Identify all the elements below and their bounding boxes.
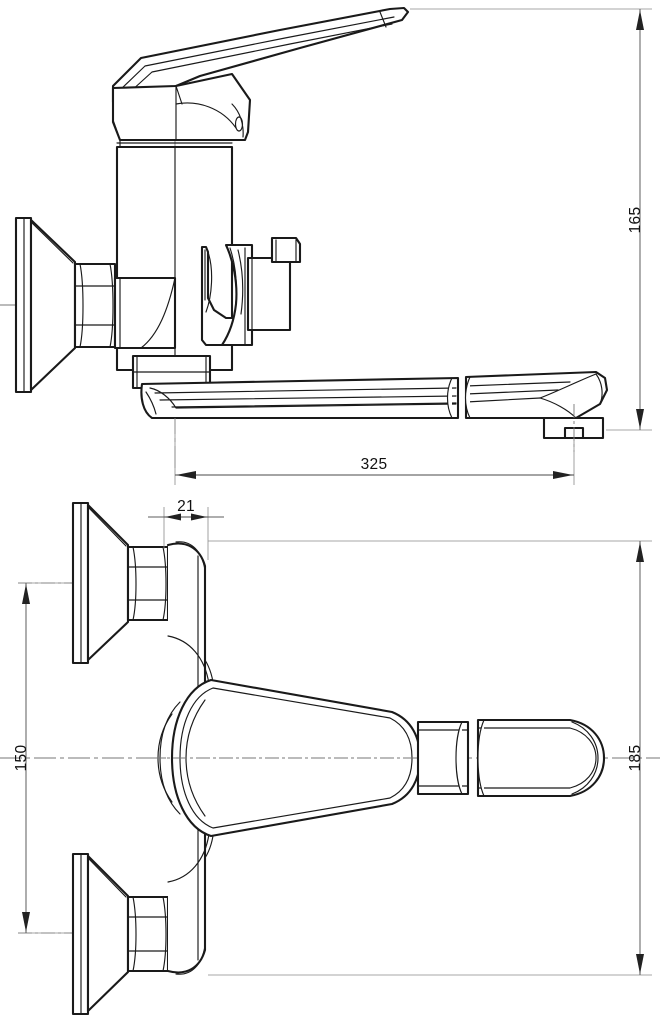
dim-label-165: 165: [627, 207, 644, 234]
side-elevation-view: 165 325: [0, 6, 652, 485]
spout-stub-front: [416, 720, 470, 796]
dim-label-185: 185: [627, 745, 644, 772]
diverter-block-side: [200, 236, 302, 347]
dimension-150: 150: [13, 582, 70, 934]
arrow-325-right: [553, 471, 573, 479]
arrow-150-up: [22, 584, 30, 604]
dimension-185: 185: [208, 540, 652, 976]
dimension-165: 165: [410, 8, 652, 431]
top-escutcheon-front: [71, 501, 170, 665]
arrow-185-up: [636, 542, 644, 562]
arrow-165-up: [636, 10, 644, 30]
dim-label-325: 325: [361, 456, 388, 473]
front-elevation-view: 21 150 185: [0, 498, 660, 1016]
inlet-elbow-side: [113, 276, 177, 350]
dim-label-21: 21: [177, 498, 195, 515]
arrow-165-down: [636, 409, 644, 429]
arrow-150-down: [22, 912, 30, 932]
spout-body-front: [476, 718, 606, 798]
dim-label-150: 150: [13, 745, 30, 772]
arrow-325-left: [176, 471, 196, 479]
bottom-escutcheon-front: [71, 852, 170, 1016]
arrow-21-left: [165, 513, 181, 521]
spout-arm-left-side: [140, 376, 460, 420]
spout-arm-right-side: [464, 370, 609, 440]
arrow-185-down: [636, 954, 644, 974]
wall-escutcheon-side: [14, 216, 77, 394]
handle-housing-side: [111, 72, 252, 142]
arrow-21-right: [191, 513, 207, 521]
lever-handle-side: [111, 6, 410, 104]
dimension-21: 21: [148, 498, 224, 560]
handle-cap-front: [150, 678, 440, 838]
dimension-325: 325: [174, 418, 575, 485]
inlet-hex-nut-side: [73, 262, 117, 349]
